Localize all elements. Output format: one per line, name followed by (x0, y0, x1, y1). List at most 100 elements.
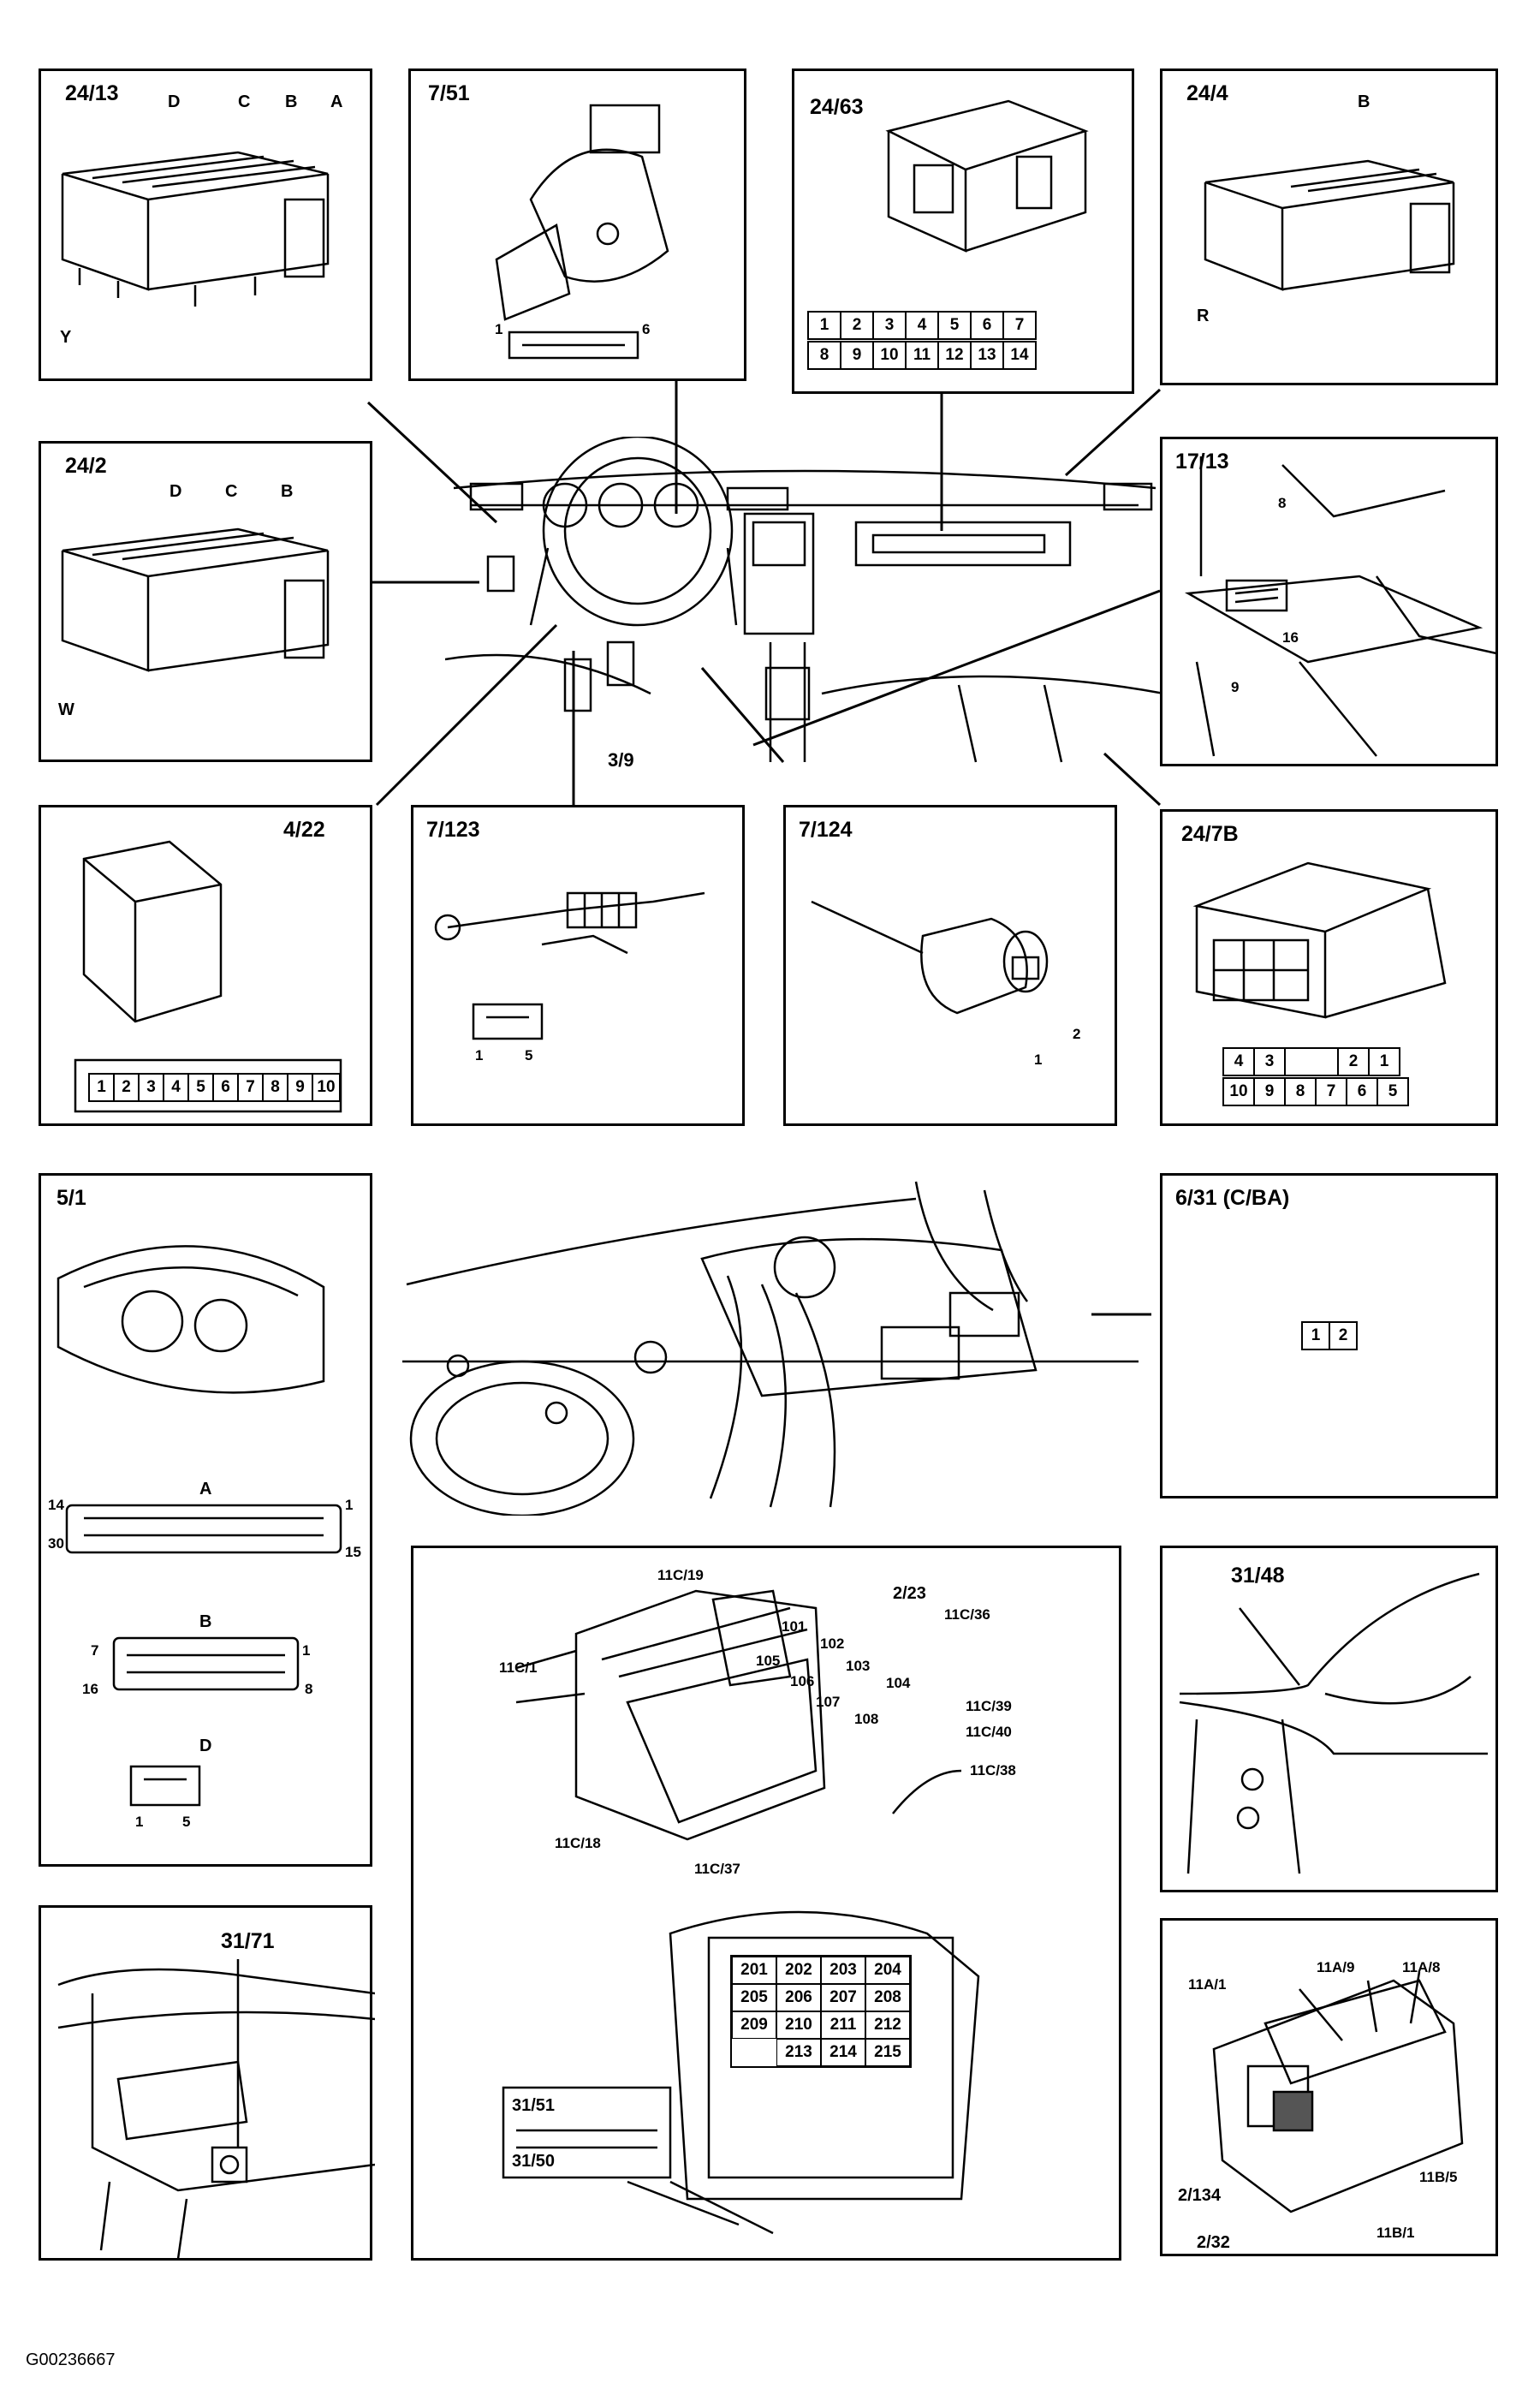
pin: 7 (1317, 1079, 1347, 1105)
a-pin-1: 1 (345, 1497, 354, 1513)
pin-16: 16 (1282, 629, 1299, 646)
pin: 1 (1303, 1323, 1330, 1349)
label-11c-18: 11C/18 (555, 1835, 601, 1851)
pin: 9 (841, 343, 874, 368)
pin-row: 1 2 (1301, 1321, 1358, 1350)
relay: 205 (732, 1984, 776, 2011)
panel-24-13: 24/13 D C B A Y (39, 69, 372, 381)
pin: 10 (317, 1078, 336, 1096)
fuse-107: 107 (816, 1694, 841, 1710)
module-drawing (74, 840, 342, 1113)
document-id: G00236667 (26, 2350, 116, 2369)
pin: 2 (1338, 1326, 1348, 1344)
panel-title: 7/124 (799, 818, 853, 842)
panel-24-2: 24/2 D C B W (39, 441, 372, 762)
fuse-106: 106 (790, 1673, 815, 1689)
panel-title: 24/7B (1181, 822, 1239, 846)
pin-left: 1 (475, 1047, 484, 1063)
panel-11a: 11A/1 11A/9 11A/8 2/134 11B/5 2/32 11B/1 (1160, 1918, 1498, 2256)
pin-row-2: 8 9 10 11 12 13 14 (807, 341, 1037, 370)
pin-2: 2 (1073, 1026, 1081, 1042)
a-pin-14: 14 (48, 1497, 64, 1513)
relay: 201 (732, 1957, 776, 1984)
conn-b-label: B (199, 1612, 212, 1631)
pin: 12 (939, 343, 972, 368)
relay: 203 (821, 1957, 865, 1984)
relay: 206 (776, 1984, 821, 2011)
conn-a-label: A (199, 1480, 212, 1498)
b-pin-8: 8 (305, 1681, 313, 1697)
pin-row: 1 2 3 4 5 6 7 8 9 10 (88, 1073, 341, 1102)
label-11b-1: 11B/1 (1376, 2225, 1415, 2241)
fuse-104: 104 (886, 1675, 911, 1691)
panel-24-63: 24/63 1 2 3 4 5 6 7 8 9 10 11 12 13 14 (792, 69, 1134, 394)
pin: 5 (189, 1075, 214, 1100)
label-2-134: 2/134 (1178, 2186, 1222, 2205)
pin: 13 (972, 343, 1004, 368)
label-11a-1: 11A/1 (1188, 1976, 1227, 1993)
connector-drawing (885, 99, 1089, 253)
pin: 11 (907, 343, 939, 368)
panel-4-22: 4/22 1 2 3 4 5 6 7 8 9 10 (39, 805, 372, 1126)
b-pin-7: 7 (91, 1642, 99, 1659)
relay: 211 (821, 2011, 865, 2039)
pin-row-2: 10 9 8 7 6 5 (1222, 1077, 1409, 1106)
pin: 3 (1255, 1049, 1286, 1075)
pin-row-1: 4 3 2 1 (1222, 1047, 1400, 1076)
label-d: D (169, 482, 182, 501)
relay: 214 (821, 2039, 865, 2066)
panel-fusebox: 11C/19 2/23 11C/36 11C/1 11C/39 11C/40 1… (411, 1546, 1121, 2261)
label-side: R (1197, 307, 1210, 325)
pin: 14 (1010, 346, 1029, 364)
fuse-102: 102 (820, 1635, 845, 1652)
relay-block-drawing (61, 151, 330, 307)
label-11c-36: 11C/36 (944, 1606, 990, 1623)
panel-title: 7/123 (426, 818, 480, 842)
pin-left: 1 (495, 321, 503, 337)
ground-point-drawing (1179, 1572, 1488, 1874)
conn-31-51: 31/51 (512, 2096, 556, 2115)
label-11c-38: 11C/38 (970, 1762, 1016, 1778)
label-11c-39: 11C/39 (966, 1698, 1012, 1714)
conn-31-50: 31/50 (512, 2152, 556, 2171)
label-11b-5: 11B/5 (1419, 2169, 1458, 2185)
relay: 209 (732, 2011, 776, 2039)
pin: 2 (841, 313, 874, 338)
b-pin-16: 16 (82, 1681, 98, 1697)
pin: 4 (907, 313, 939, 338)
panel-title: 6/31 (C/BA) (1175, 1186, 1290, 1210)
pin: 8 (264, 1075, 288, 1100)
pin: 10 (874, 343, 907, 368)
panel-24-4: 24/4 B R (1160, 69, 1498, 385)
label-c: C (238, 92, 251, 111)
panel-title: 5/1 (56, 1186, 86, 1210)
relay (732, 2039, 776, 2064)
relay-block-drawing (61, 527, 330, 672)
pin: 1 (809, 313, 841, 338)
label-2-23: 2/23 (893, 1584, 926, 1603)
relay: 202 (776, 1957, 821, 1984)
pin: 4 (1224, 1049, 1255, 1075)
pin: 7 (1014, 316, 1025, 334)
connector-drawing (1192, 861, 1447, 1019)
pin: 4 (164, 1075, 189, 1100)
panel-title: 17/13 (1175, 450, 1229, 474)
obd-connector-drawing (1184, 456, 1497, 757)
panel-31-48: 31/48 (1160, 1546, 1498, 1892)
sensor-drawing (811, 900, 1049, 1015)
label-11c-37: 11C/37 (694, 1861, 740, 1877)
pin-9: 9 (1231, 679, 1240, 695)
d-pin-5: 5 (182, 1814, 191, 1830)
pin: 8 (809, 343, 841, 368)
panel-title: 24/4 (1186, 81, 1228, 105)
pin: 1 (1379, 1052, 1389, 1070)
label-b: B (285, 92, 298, 111)
relay: 213 (776, 2039, 821, 2066)
relay: 207 (821, 1984, 865, 2011)
fuse-101: 101 (782, 1618, 806, 1635)
relay: 215 (865, 2039, 910, 2066)
a-pin-30: 30 (48, 1535, 64, 1552)
ground-point-drawing (57, 1959, 375, 2260)
pin: 2 (1339, 1049, 1370, 1075)
